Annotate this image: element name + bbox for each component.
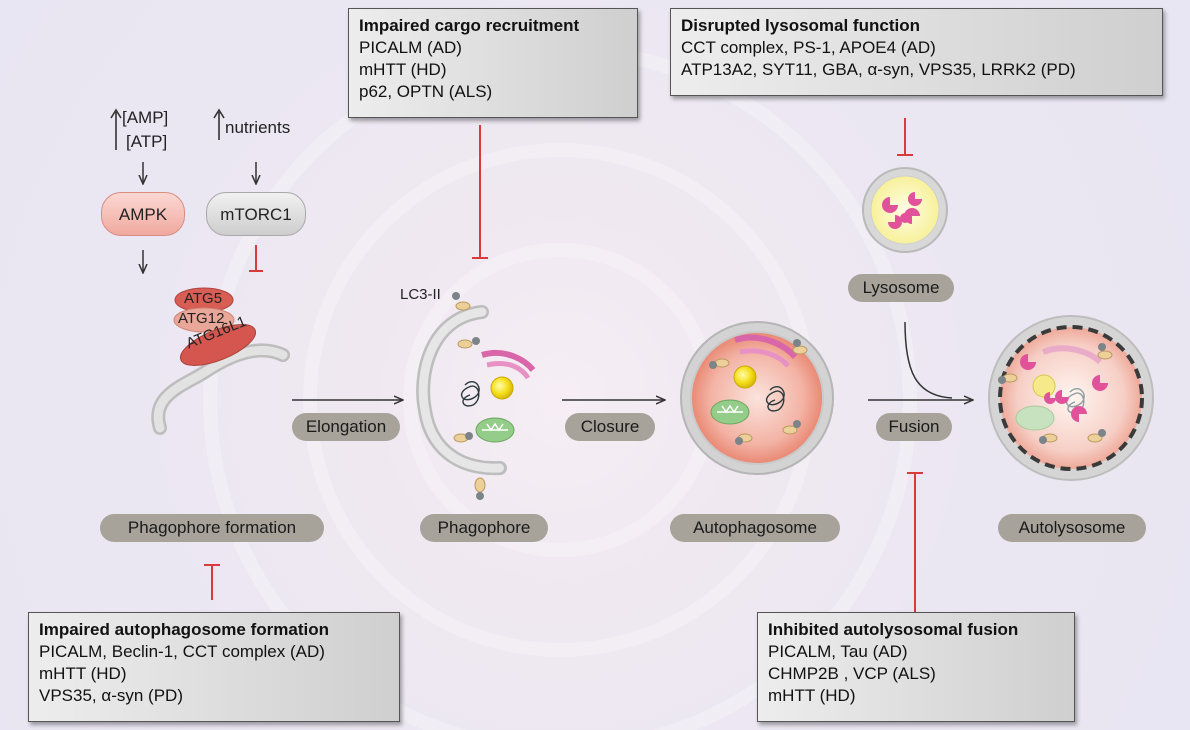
cargo-inhibition-bar — [472, 125, 488, 259]
autolysosome-pill: Autolysosome — [998, 514, 1146, 542]
lc3-label: LC3-II — [400, 286, 441, 303]
nutrients-label: nutrients — [225, 118, 291, 137]
atp-label: [ATP] — [126, 132, 168, 151]
amp-up-arrow — [110, 108, 122, 150]
formation-box-line: VPS35, α-syn (PD) — [39, 686, 183, 705]
atg12-label: ATG12 — [178, 310, 225, 327]
cargo-recruitment-box: Impaired cargo recruitment PICALM (AD) m… — [348, 8, 638, 118]
lysosome-pill: Lysosome — [848, 274, 954, 302]
nutrients-up-arrow — [213, 108, 225, 140]
formation-box-line: mHTT (HD) — [39, 664, 127, 683]
phagophore-pill: Phagophore — [420, 514, 548, 542]
lysosome-inhibition-bar — [897, 118, 913, 156]
cargo-box-line: PICALM (AD) — [359, 38, 462, 57]
lysosomal-box-line: ATP13A2, SYT11, GBA, α-syn, VPS35, LRRK2… — [681, 60, 1076, 79]
cargo-box-title: Impaired cargo recruitment — [359, 16, 580, 35]
lysosomal-function-box: Disrupted lysosomal function CCT complex… — [670, 8, 1163, 96]
fusion-box-line: mHTT (HD) — [768, 686, 856, 705]
lysosomal-box-line: CCT complex, PS-1, APOE4 (AD) — [681, 38, 936, 57]
mtorc1-node: mTORC1 — [206, 192, 306, 236]
lysosome-vesicle — [862, 167, 948, 253]
phagophore-crescent — [416, 292, 536, 500]
cargo-box-line: mHTT (HD) — [359, 60, 447, 79]
fusion-box-line: PICALM, Tau (AD) — [768, 642, 908, 661]
fusion-box-title: Inhibited autolysosomal fusion — [768, 620, 1019, 639]
formation-box-title: Impaired autophagosome formation — [39, 620, 329, 639]
fusion-inhibition-bar — [907, 472, 923, 615]
closure-pill: Closure — [565, 413, 655, 441]
cargo-box-line: p62, OPTN (ALS) — [359, 82, 493, 101]
lysosomal-box-title: Disrupted lysosomal function — [681, 16, 920, 35]
formation-box-line: PICALM, Beclin-1, CCT complex (AD) — [39, 642, 325, 661]
phagophore-formation-pill: Phagophore formation — [100, 514, 324, 542]
mtorc1-inhibits-bar — [249, 245, 263, 272]
phagophore-membrane-initial — [151, 343, 290, 435]
autolysosome-vesicle — [988, 315, 1154, 481]
lysosome-to-fusion-curve — [904, 321, 953, 399]
atg16l1-oval — [179, 324, 257, 366]
atg5-label: ATG5 — [184, 290, 223, 307]
ampk-node: AMPK — [101, 192, 185, 236]
amp-label: [AMP] — [122, 108, 169, 127]
fusion-box-line: CHMP2B , VCP (ALS) — [768, 664, 936, 683]
autolysosomal-fusion-box: Inhibited autolysosomal fusion PICALM, T… — [757, 612, 1075, 722]
autophagosome-formation-box: Impaired autophagosome formation PICALM,… — [28, 612, 400, 722]
elongation-pill: Elongation — [292, 413, 400, 441]
autophagosome-pill: Autophagosome — [670, 514, 840, 542]
autophagosome-vesicle — [680, 321, 834, 475]
fusion-pill: Fusion — [876, 413, 952, 441]
atg12-oval — [173, 307, 235, 333]
formation-inhibition-bar — [204, 564, 220, 600]
